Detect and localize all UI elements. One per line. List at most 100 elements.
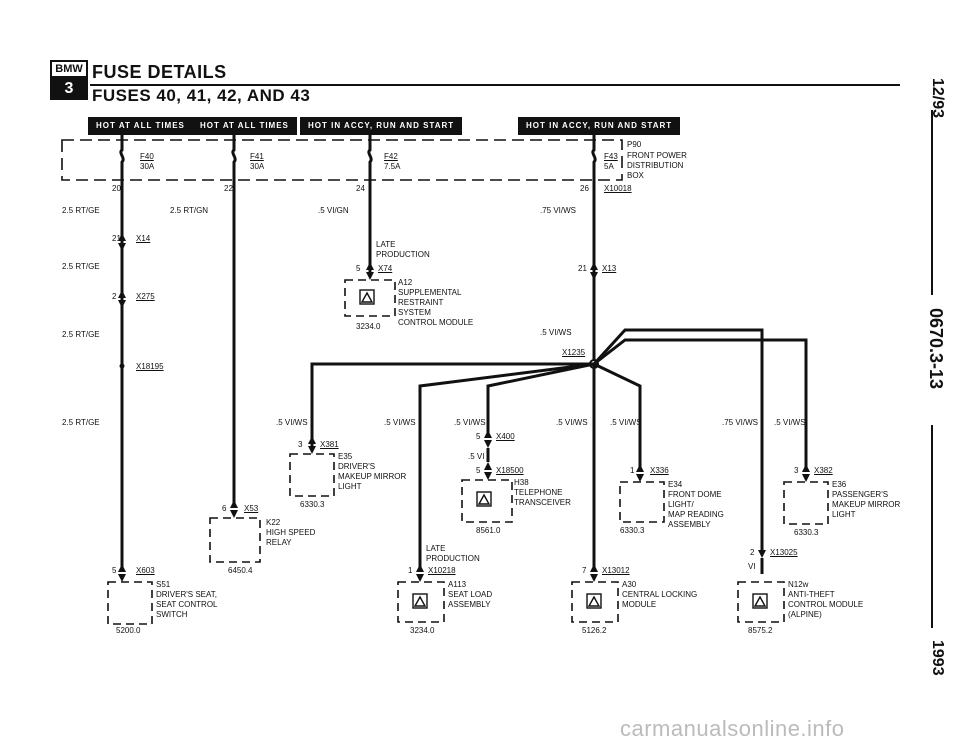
- pin-7: 7: [582, 566, 587, 575]
- box-e35: [289, 453, 335, 497]
- pin-2: 2: [112, 292, 117, 301]
- wire-label-6: 2.5 RT/GN: [170, 206, 209, 215]
- a113-ref: 3234.0: [410, 626, 435, 635]
- wire-label-1: 2.5 RT/GE: [62, 206, 100, 215]
- fuse-f40-rating: 30A: [140, 162, 155, 171]
- connector-x18195: X18195: [136, 362, 164, 371]
- box-k22: [209, 517, 261, 563]
- pin-2b: 2: [750, 548, 755, 557]
- e35-line-1: DRIVER'S: [338, 462, 376, 471]
- wire-label-9: .5 VI/WS: [540, 328, 572, 337]
- a12-ref: 3234.0: [356, 322, 381, 331]
- a30-line-2: MODULE: [622, 600, 657, 609]
- pin-3a: 3: [298, 440, 303, 449]
- fuse-f43-rating: 5A: [604, 162, 614, 171]
- late-note-2: LATE: [426, 544, 446, 553]
- power-bar-f41: HOT AT ALL TIMES: [192, 117, 297, 135]
- connector-x603: X603: [136, 566, 155, 575]
- box-a30: [571, 581, 619, 623]
- connector-x10018: X10018: [604, 184, 632, 193]
- wire-label-8: .75 VI/WS: [540, 206, 577, 215]
- a12-line-1: SUPPLEMENTAL: [398, 288, 462, 297]
- e36-id: E36: [832, 480, 847, 489]
- wire-label-4: 2.5 RT/GE: [62, 418, 100, 427]
- e35-line-2: MAKEUP MIRROR: [338, 472, 407, 481]
- pin-5a: 5: [356, 264, 361, 273]
- power-bar-f40: HOT AT ALL TIMES: [88, 117, 193, 135]
- connector-x13012: X13012: [602, 566, 630, 575]
- fuse-f42-symbol: [367, 140, 373, 180]
- s51-ref: 5200.0: [116, 626, 141, 635]
- e34-line-1: FRONT DOME: [668, 490, 722, 499]
- connector-x10218: X10218: [428, 566, 456, 575]
- pin-5b: 5: [112, 566, 117, 575]
- fuse-f43-pin: 26: [580, 184, 589, 193]
- page-subtitle: FUSES 40, 41, 42, AND 43: [92, 86, 311, 105]
- bmw-logo: BMW: [50, 60, 88, 78]
- e36-line-1: PASSENGER'S: [832, 490, 889, 499]
- e36-ref: 6330.3: [794, 528, 819, 537]
- e35-id: E35: [338, 452, 353, 461]
- side-year: 1993: [929, 640, 946, 676]
- e34-line-4: ASSEMBLY: [668, 520, 711, 529]
- connector-x14: X14: [136, 234, 151, 243]
- box-h38: [461, 479, 513, 523]
- h38-ref: 8561.0: [476, 526, 501, 535]
- box-e36: [783, 481, 829, 525]
- dist-box-line-2: DISTRIBUTION: [627, 161, 684, 170]
- e34-id: E34: [668, 480, 683, 489]
- wire-label-11: .5 VI/WS: [384, 418, 416, 427]
- a12-line-3: SYSTEM: [398, 308, 431, 317]
- fuse-f41-pin: 22: [224, 184, 233, 193]
- pin-21a: 21: [112, 234, 121, 243]
- pin-6: 6: [222, 504, 227, 513]
- distribution-box-outline: [61, 139, 623, 181]
- wire-label-15: .75 VI/WS: [722, 418, 759, 427]
- h38-line-2: TRANSCEIVER: [514, 498, 571, 507]
- a113-line-1: SEAT LOAD: [448, 590, 493, 599]
- a12-id: A12: [398, 278, 413, 287]
- fuse-f40-pin: 20: [112, 184, 121, 193]
- n12w-ref: 8575.2: [748, 626, 773, 635]
- a12-line-4: CONTROL MODULE: [398, 318, 474, 327]
- k22-line-2: RELAY: [266, 538, 292, 547]
- side-doc-number: 0670.3-13: [926, 308, 946, 390]
- fuse-f43-id: F43: [604, 152, 618, 161]
- series-badge: 3: [50, 78, 88, 100]
- connector-x336: X336: [650, 466, 669, 475]
- e34-ref: 6330.3: [620, 526, 645, 535]
- production-note-2: PRODUCTION: [426, 554, 480, 563]
- k22-id: K22: [266, 518, 281, 527]
- a113-line-2: ASSEMBLY: [448, 600, 491, 609]
- fuse-f42-id: F42: [384, 152, 398, 161]
- connector-x381: X381: [320, 440, 339, 449]
- fuse-f40-id: F40: [140, 152, 154, 161]
- box-s51: [107, 581, 153, 625]
- box-n12w: [737, 581, 785, 623]
- dist-box-id: P90: [627, 140, 642, 149]
- fuse-f41-symbol: [231, 140, 237, 180]
- pin-3b: 3: [794, 466, 799, 475]
- e35-line-3: LIGHT: [338, 482, 362, 491]
- wire-label-14: .5 VI/WS: [610, 418, 642, 427]
- wire-label-7: .5 VI/GN: [318, 206, 349, 215]
- box-e34: [619, 481, 665, 523]
- e36-line-2: MAKEUP MIRROR: [832, 500, 901, 509]
- connector-x275: X275: [136, 292, 155, 301]
- n12w-line-2: CONTROL MODULE: [788, 600, 864, 609]
- connector-x13025: X13025: [770, 548, 798, 557]
- production-note-1: PRODUCTION: [376, 250, 430, 259]
- a12-line-2: RESTRAINT: [398, 298, 444, 307]
- connector-x400: X400: [496, 432, 515, 441]
- wire-label-16: .5 VI/WS: [774, 418, 806, 427]
- watermark: carmanualsonline.info: [620, 716, 845, 741]
- connector-x13: X13: [602, 264, 617, 273]
- wire-label-13: .5 VI/WS: [556, 418, 588, 427]
- wire-label-10: .5 VI/WS: [276, 418, 308, 427]
- k22-line-1: HIGH SPEED: [266, 528, 316, 537]
- fuse-f43-symbol: [591, 140, 597, 180]
- fuse-f42-rating: 7.5A: [384, 162, 401, 171]
- pin-21b: 21: [578, 264, 587, 273]
- fuse-f41-rating: 30A: [250, 162, 265, 171]
